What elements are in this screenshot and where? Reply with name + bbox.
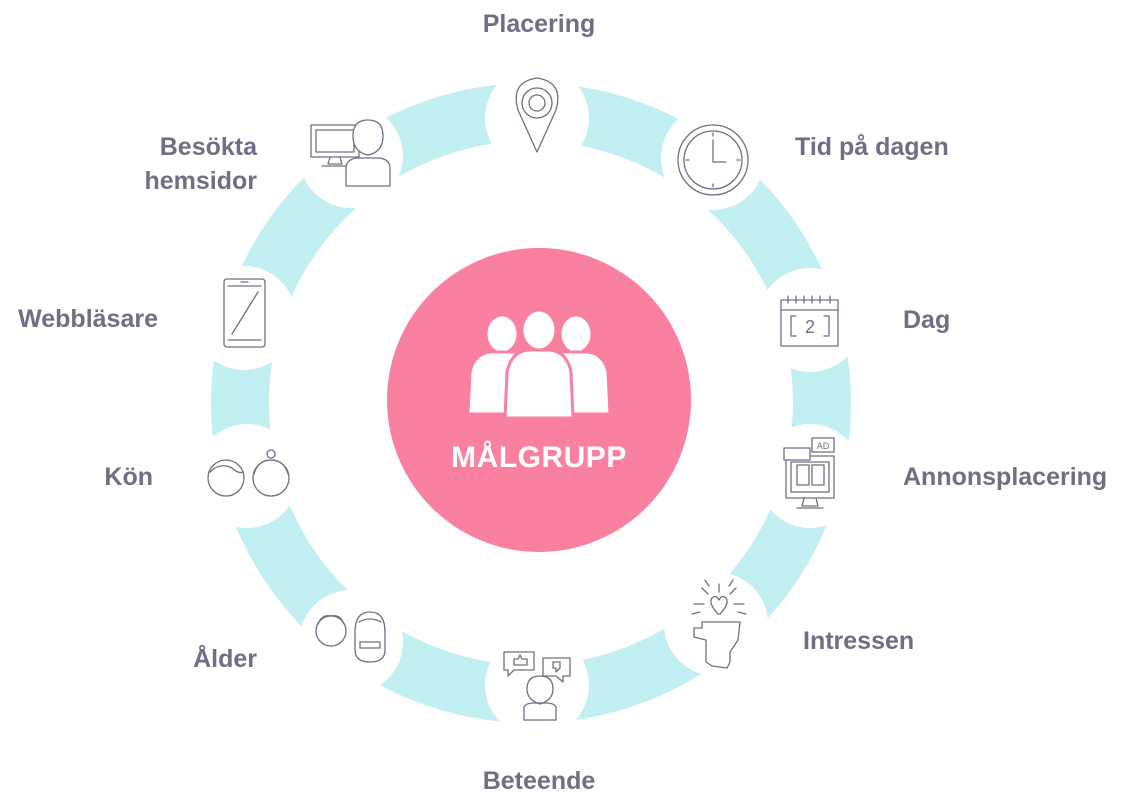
svg-text:AD: AD bbox=[817, 441, 830, 451]
calendar-icon: 2 bbox=[780, 295, 839, 347]
old-young-faces-icon bbox=[315, 611, 386, 663]
group-people-icon bbox=[466, 308, 612, 420]
label-beteende: Beteende bbox=[482, 767, 596, 795]
location-pin-icon bbox=[515, 77, 559, 153]
label-tid-pa-dagen: Tid på dagen bbox=[795, 133, 949, 161]
computer-user-icon bbox=[310, 119, 391, 187]
label-besokta-line2: hemsidor bbox=[144, 167, 257, 195]
heart-head-icon bbox=[691, 579, 747, 669]
clock-icon bbox=[677, 124, 749, 196]
smartphone-icon bbox=[223, 278, 266, 348]
center-title: MÅLGRUPP bbox=[451, 441, 627, 474]
thumbs-feedback-icon bbox=[503, 651, 571, 721]
gender-faces-icon bbox=[207, 449, 290, 497]
label-dag: Dag bbox=[903, 306, 951, 334]
label-webblasare: Webbläsare bbox=[18, 305, 158, 333]
label-kon: Kön bbox=[104, 463, 153, 491]
label-alder: Ålder bbox=[193, 645, 257, 673]
label-annonsplacering: Annonsplacering bbox=[903, 463, 1108, 491]
svg-text:2: 2 bbox=[805, 317, 815, 337]
label-besokta-line1: Besökta bbox=[159, 133, 257, 161]
label-intressen: Intressen bbox=[803, 627, 915, 655]
ad-screen-icon: AD bbox=[783, 437, 835, 509]
label-placering: Placering bbox=[482, 10, 596, 38]
